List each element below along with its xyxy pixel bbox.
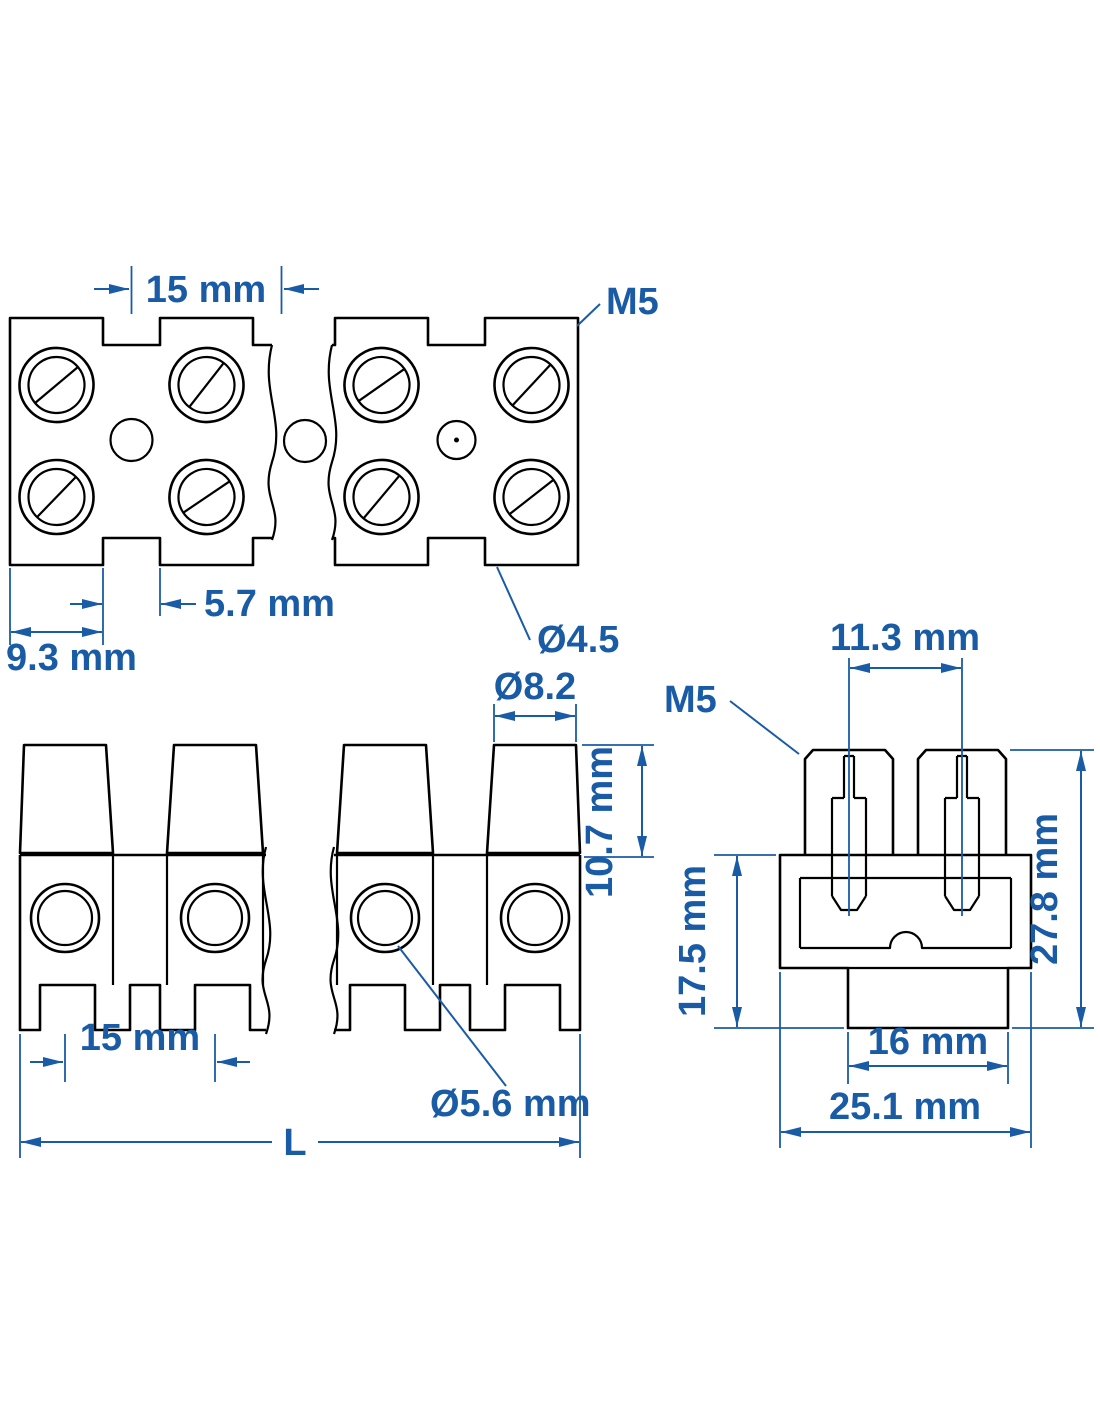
screw-top-1a: [18, 346, 95, 424]
front-view: Ø8.2 10.7 mm 15 mm Ø5.6 mm L: [18, 666, 654, 1164]
screw-top-4a: [493, 346, 570, 424]
front-tower-2: [165, 743, 265, 855]
screw-top-2b: [168, 458, 245, 536]
dim-label-top-section: 9.3 mm: [6, 637, 137, 679]
dim-top-neck: 5.7 mm: [70, 568, 335, 645]
dim-side-overall-width: 25.1 mm: [779, 972, 1032, 1148]
dim-top-mount-hole: Ø4.5: [496, 566, 619, 661]
front-hole-2: [179, 882, 251, 954]
break-line-left: [267, 344, 278, 541]
dim-front-wire-hole: Ø5.6 mm: [397, 945, 591, 1125]
dim-side-screw-pitch: 11.3 mm: [830, 617, 980, 916]
dim-label-front-top-width: Ø8.2: [494, 666, 576, 708]
dim-top-section: 9.3 mm: [6, 568, 137, 679]
screw-top-4b: [493, 458, 570, 536]
front-tower-3: [335, 743, 435, 855]
dim-label-side-overall-width: 25.1 mm: [829, 1086, 981, 1128]
dim-top-pitch: 15 mm: [94, 266, 319, 314]
dim-side-thread: M5: [664, 679, 800, 755]
screw-top-1b: [18, 458, 95, 536]
front-section-dividers: [111, 855, 489, 985]
front-hole-1: [29, 882, 101, 954]
dim-label-front-length: L: [283, 1122, 306, 1164]
dim-label-top-pitch: 15 mm: [146, 269, 266, 311]
side-body-outline: [778, 853, 1033, 1030]
screw-top-2a: [168, 346, 245, 424]
front-tower-4: [485, 743, 582, 855]
top-body-left-outline: [8, 316, 272, 567]
dim-label-front-wire-hole: Ø5.6 mm: [430, 1083, 591, 1125]
dim-label-top-mount-hole: Ø4.5: [537, 619, 619, 661]
dim-label-side-thread: M5: [664, 679, 717, 721]
dim-front-top-width: Ø8.2: [493, 666, 577, 742]
mount-hole-2: [436, 419, 477, 461]
dim-front-length: L: [19, 1034, 581, 1164]
front-break-right: [329, 846, 340, 1035]
dim-label-side-foot-width: 16 mm: [868, 1021, 988, 1063]
dim-side-overall-height: 27.8 mm: [1010, 749, 1094, 1029]
front-hole-3: [349, 882, 421, 954]
mount-hole-1: [109, 417, 154, 463]
dim-front-pitch: 15 mm: [30, 1017, 250, 1082]
break-mount-hole: [282, 418, 328, 464]
front-break-left: [261, 846, 272, 1035]
dim-top-thread: M5: [576, 281, 659, 327]
top-view: 15 mm M5 5.7 mm 9.3 mm Ø4.5: [6, 266, 659, 679]
break-line-right: [327, 344, 338, 541]
front-base-right-outline: [334, 855, 582, 1032]
dim-label-side-body-height: 17.5 mm: [672, 865, 714, 1017]
dim-label-top-neck: 5.7 mm: [204, 583, 335, 625]
front-base-left-outline: [18, 855, 266, 1032]
dim-front-tower-height: 10.7 mm: [579, 744, 654, 898]
dim-label-side-overall-height: 27.8 mm: [1024, 813, 1066, 965]
front-tower-1: [18, 743, 115, 855]
dim-label-top-thread: M5: [606, 281, 659, 323]
dim-label-front-tower-height: 10.7 mm: [579, 746, 621, 898]
dim-side-body-height: 17.5 mm: [672, 854, 844, 1029]
side-view: M5 11.3 mm 17.5 mm 27.8 mm 1: [664, 617, 1094, 1148]
dim-side-foot-width: 16 mm: [847, 1021, 1009, 1084]
dim-label-side-screw-pitch: 11.3 mm: [830, 617, 980, 659]
screw-top-3b: [343, 458, 420, 536]
front-hole-4: [499, 882, 571, 954]
screw-top-3a: [343, 346, 420, 424]
dim-label-front-pitch: 15 mm: [80, 1017, 200, 1059]
top-body-right-outline: [332, 316, 580, 567]
side-cavity: [798, 876, 1013, 950]
